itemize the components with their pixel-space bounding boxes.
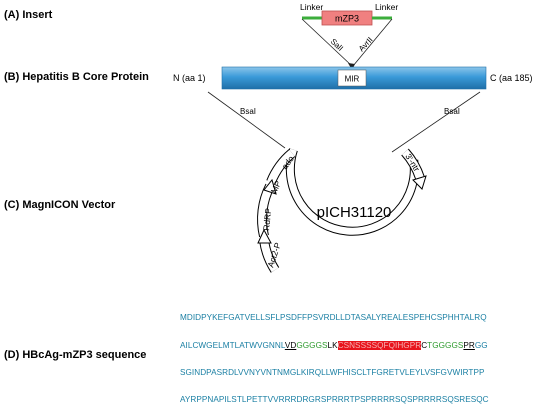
feature-arrow-icon: [412, 175, 427, 190]
sequence-line-4: AYRPPNAPILSTLPETTVVRRRDRGRSPRRRTPSPRRRRS…: [180, 395, 489, 404]
mzp3-label: mZP3: [335, 14, 359, 24]
sequence-segment: LK: [327, 341, 338, 350]
section-label-sequence: (D) HBcAg-mZP3 sequence: [4, 349, 147, 361]
n-terminus-label: N (aa 1): [173, 73, 206, 83]
sequence-segment-underlined: VD: [284, 341, 297, 350]
sequence-segment: C: [421, 341, 428, 350]
linker-left-label: Linker: [300, 2, 323, 12]
bsai-left-line: [207, 91, 286, 149]
sequence-line-3: SGINDPASRDLVVNYVNTNMGLKIRQLLWFHISCLTFGRE…: [180, 368, 485, 377]
feature-label-rdrp: RdRP: [261, 207, 273, 231]
arrowhead-icon: [348, 63, 355, 70]
bsai-left-label: BsaI: [240, 107, 256, 116]
section-label-insert: (A) Insert: [4, 9, 53, 21]
sequence-segment: AILCWGELMTLATWVGNNL: [180, 341, 285, 350]
mir-box: [337, 69, 367, 87]
sequence-epitope-highlight: CSNSSSSQFQIHGPR: [337, 341, 422, 350]
mir-label: MIR: [345, 75, 360, 84]
plasmid-ring-inner: [286, 148, 418, 235]
feature-arrow-icon: [257, 228, 272, 244]
feature-arrow-icon: [263, 178, 277, 195]
construct-diagram: Linker Linker mZP3 SalI AvrII MIR N (aa …: [173, 2, 533, 273]
avrii-line: [352, 18, 393, 67]
sequence-linker: GGGGS: [296, 341, 328, 350]
section-label-core-protein: (B) Hepatitis B Core Protein: [4, 71, 149, 83]
sequence-segment: GG: [474, 341, 488, 350]
c-terminus-label: C (aa 185): [490, 73, 533, 83]
vector-name: pICH31120: [317, 204, 392, 221]
section-label-vector: (C) MagnICON Vector: [4, 199, 116, 211]
sequence-line-2: AILCWGELMTLATWVGNNLVDGGGGSLKCSNSSSSQFQIH…: [180, 341, 488, 350]
bsai-right-label: BsaI: [444, 107, 460, 116]
sequence-line-1: MDIDPYKEFGATVELLSFLPSDFFPSVRDLLDTASALYRE…: [180, 313, 487, 322]
sequence-linker: TGGGGS: [427, 341, 464, 350]
sali-line: [301, 18, 353, 67]
linker-right-label: Linker: [375, 2, 398, 12]
sali-label: SalI: [329, 37, 345, 53]
bsai-right-line: [391, 91, 481, 153]
feature-3ntr-arc-inner: [401, 149, 424, 180]
sequence-segment-underlined: PR: [463, 341, 475, 350]
avrii-label: AvrII: [357, 35, 375, 53]
feature-label-mp: MP: [269, 179, 283, 195]
